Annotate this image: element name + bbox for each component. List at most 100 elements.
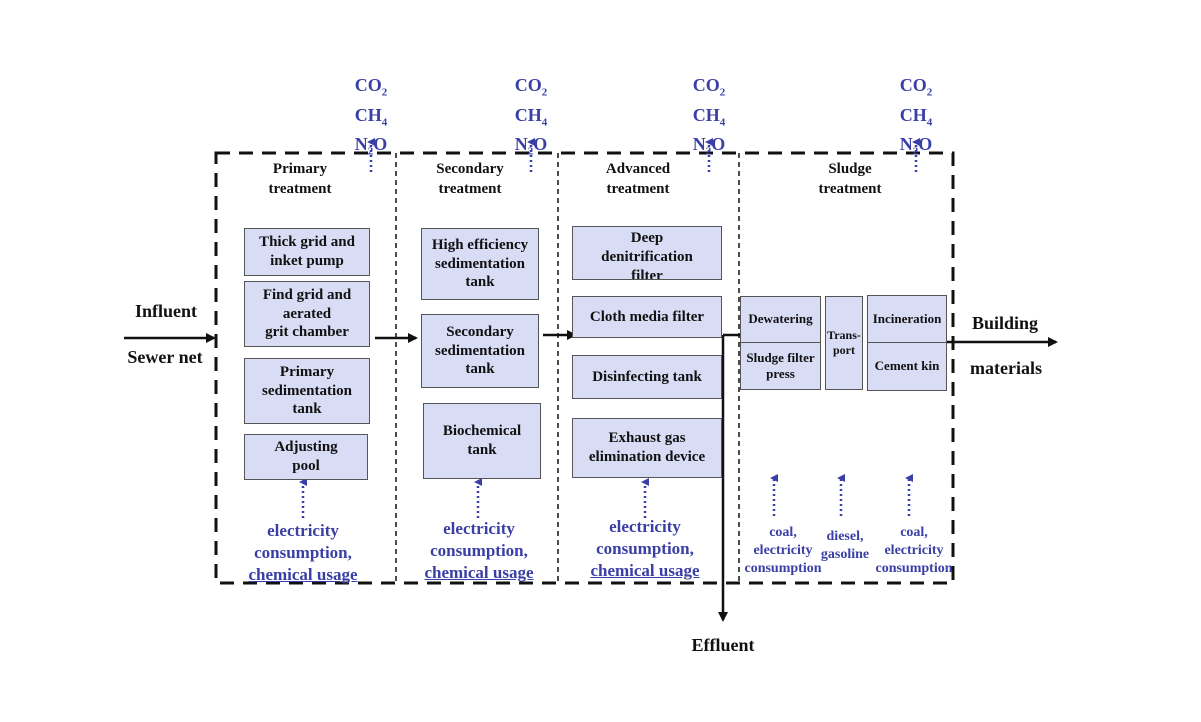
unit-label-line: elimination device [588,449,706,465]
input-line: chemical usage [590,561,700,580]
unit-label-line: port [833,343,855,357]
unit-label-line: Primary [279,363,335,380]
co2-label: CO [899,75,927,95]
stage-title-advanced: Advanced treatment [578,160,698,199]
input-line: coal, [769,525,797,540]
unit-label-line: sedimentation [435,342,525,359]
input-line: consumption [744,561,822,576]
n2o-subscript: 2 [367,145,374,158]
emissions-secondary: CO2 CH4 N2O [506,74,556,163]
unit-transport: Trans-port [825,296,863,390]
emissions-advanced: CO2 CH4 N2O [684,74,734,163]
stage-title-sludge: Sludge treatment [790,160,910,199]
unit-label-line: Secondary [446,323,514,340]
unit-high-efficiency-sedimentation-tank: High efficiency sedimentation tank [421,228,539,300]
input-advanced: electricity consumption, chemical usage [578,516,712,582]
n2o-label: N [899,134,913,155]
unit-label-line: tank [292,401,322,418]
stage-title-line2: treatment [818,180,882,197]
unit-label-line: tank [467,442,497,458]
input-sludge-coal-left: coal, electricity consumption [735,524,831,578]
input-line: electricity [443,519,515,538]
unit-label-line: Cloth media filter [589,308,705,325]
stage-title-line2: treatment [606,180,670,197]
unit-primary-sedimentation-tank: Primary sedimentation tank [244,358,370,424]
unit-label-line: sedimentation [434,255,525,272]
unit-cloth-media-filter: Cloth media filter [572,296,722,338]
building-materials-label-line2: materials [970,358,1042,378]
unit-cement-kiln: Cement kin [874,358,940,374]
unit-incineration: Incineration [868,296,946,344]
unit-label-line: Trans- [827,328,861,342]
input-line: electricity [753,543,813,558]
sewer-net-label: Sewer net [127,347,203,367]
unit-secondary-sedimentation-tank: Secondary sedimentation tank [421,314,539,388]
ch4-label: CH [899,104,927,125]
input-line: electricity [884,543,944,558]
co2-label: CO [354,75,382,95]
stage-title-line1: Advanced [605,161,671,177]
ch4-label: CH [354,104,382,125]
n2o-label-suffix: O [373,134,388,155]
co2-label: CO [692,75,720,95]
n2o-subscript: 2 [527,145,534,158]
co2-subscript: 2 [381,86,388,99]
stage-title-line1: Sludge [828,161,872,177]
emissions-primary: CO2 CH4 N2O [346,74,396,163]
unit-incineration-cement-kiln: Incineration Cement kin [867,295,947,391]
unit-label-line: tank [465,361,495,378]
unit-label-line: inket pump [270,253,344,269]
input-sludge-coal-right: coal, electricity consumption [866,524,962,578]
unit-label-line: press [766,366,795,381]
unit-label-line: tank [465,274,495,291]
input-secondary: electricity consumption, chemical usage [412,518,546,584]
system-boundary [214,151,955,585]
unit-label-line: High efficiency [431,236,529,253]
n2o-label: N [514,134,528,155]
input-line: consumption, [254,543,352,562]
unit-sludge-filter-press: Sludge filter press [741,343,820,389]
building-materials-label-line1: Building [971,313,1039,333]
input-line: electricity [609,517,681,536]
ch4-subscript: 4 [719,116,726,129]
unit-label-line: filter [631,267,663,280]
stage-title-line2: treatment [268,180,332,197]
unit-label-line: Thick grid and [259,234,355,251]
unit-label-line: Deep [630,230,664,246]
emissions-sludge: CO2 CH4 N2O [891,74,941,163]
ch4-subscript: 4 [541,116,548,129]
influent-label: Influent [134,301,197,321]
unit-disinfecting-tank: Disinfecting tank [572,355,722,399]
input-line: consumption, [430,541,528,560]
unit-label-line: grit chamber [265,324,349,341]
unit-label-line: aerated [282,305,332,322]
input-primary: electricity consumption, chemical usage [236,520,370,586]
input-line: consumption, [596,539,694,558]
ch4-label: CH [514,104,542,125]
stage-title-line2: treatment [438,180,502,197]
input-line: chemical usage [248,565,358,584]
unit-dewatering-sludge-filter-press: Dewatering Sludge filter press [740,296,821,390]
input-line: electricity [267,521,339,540]
unit-label-line: sedimentation [262,382,352,399]
ch4-subscript: 4 [926,116,933,129]
input-sludge-diesel: diesel, gasoline [813,528,877,564]
stage-title-line1: Primary [272,161,328,177]
unit-thick-grid-inlet-pump: Thick grid and inket pump [244,228,370,276]
unit-deep-denitrification-filter: Deep denitrification filter [572,226,722,280]
unit-label-line: denitrification [601,248,693,265]
stage-title-line1: Secondary [436,161,504,177]
input-line: coal, [900,525,928,540]
co2-subscript: 2 [926,86,933,99]
ch4-label: CH [692,104,720,125]
effluent-label: Effluent [691,635,755,655]
co2-subscript: 2 [541,86,548,99]
input-line: gasoline [820,547,870,562]
n2o-label: N [692,134,706,155]
co2-label: CO [514,75,542,95]
input-line: chemical usage [424,563,534,582]
